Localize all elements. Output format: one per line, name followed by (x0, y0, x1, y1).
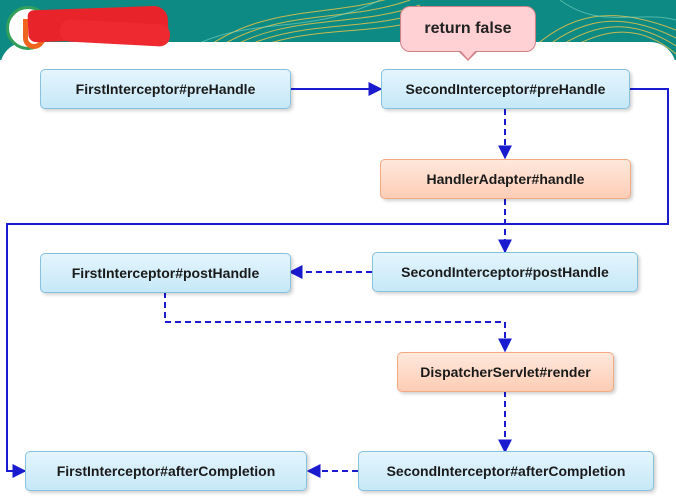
return-false-callout: return false (400, 6, 536, 52)
node-second-aftercompletion: SecondInterceptor#afterCompletion (358, 451, 654, 491)
node-first-aftercompletion: FirstInterceptor#afterCompletion (25, 451, 307, 491)
node-second-posthandle: SecondInterceptor#postHandle (372, 252, 638, 292)
node-first-prehandle: FirstInterceptor#preHandle (40, 69, 291, 109)
node-dispatcher-render: DispatcherServlet#render (397, 352, 614, 392)
arrow-firstpost-to-render (164, 292, 512, 353)
node-first-posthandle: FirstInterceptor#postHandle (40, 253, 291, 293)
node-second-prehandle: SecondInterceptor#preHandle (381, 69, 630, 109)
node-handler-adapter: HandlerAdapter#handle (380, 159, 631, 199)
callout-tail-fill (460, 50, 476, 59)
arrow-returnfalse-path (6, 88, 669, 478)
